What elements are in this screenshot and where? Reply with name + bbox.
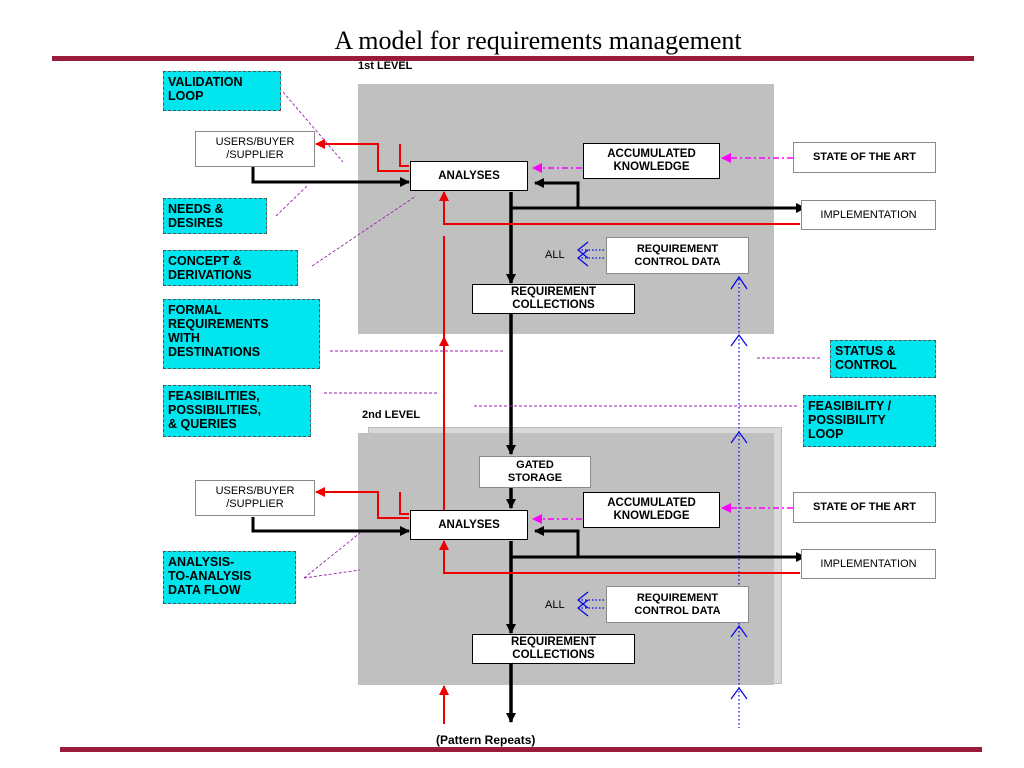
level2-analyses-box: ANALYSES xyxy=(410,510,528,540)
magenta-arrows xyxy=(532,153,793,524)
note-feasibilities: FEASIBILITIES, POSSIBILITIES, & QUERIES xyxy=(163,385,311,437)
level2-requirement-collections-box: REQUIREMENT COLLECTIONS xyxy=(472,634,635,664)
level1-label: 1st LEVEL xyxy=(358,60,413,72)
level1-requirement-collections-box: REQUIREMENT COLLECTIONS xyxy=(472,284,635,314)
level2-implementation-box: IMPLEMENTATION xyxy=(801,549,936,579)
note-concept-derivations: CONCEPT & DERIVATIONS xyxy=(163,250,298,286)
level2-label: 2nd LEVEL xyxy=(362,409,421,421)
level2-red-arrows xyxy=(315,487,800,574)
note-needs-desires: NEEDS & DESIRES xyxy=(163,198,267,234)
level1-black-arrows xyxy=(251,167,806,213)
level2-gated-storage-box: GATED STORAGE xyxy=(479,456,591,488)
note-analysis-to-analysis: ANALYSIS- TO-ANALYSIS DATA FLOW xyxy=(163,551,296,604)
note-validation-loop: VALIDATION LOOP xyxy=(163,71,281,111)
level1-users-box: USERS/BUYER /SUPPLIER xyxy=(195,131,315,167)
bottom-rule xyxy=(60,747,982,752)
top-rule xyxy=(52,56,974,61)
level1-red-arrows xyxy=(315,139,800,225)
level1-accumulated-knowledge-box: ACCUMULATED KNOWLEDGE xyxy=(583,143,720,179)
note-formal-requirements: FORMAL REQUIREMENTS WITH DESTINATIONS xyxy=(163,299,320,369)
note-status-control: STATUS & CONTROL xyxy=(830,340,936,378)
level2-all-label: ALL xyxy=(545,599,565,611)
level2-state-of-art-box: STATE OF THE ART xyxy=(793,492,936,523)
note-feasibility-loop: FEASIBILITY / POSSIBILITY LOOP xyxy=(803,395,936,447)
level2-users-box: USERS/BUYER /SUPPLIER xyxy=(195,480,315,516)
level1-all-label: ALL xyxy=(545,249,565,261)
level1-implementation-box: IMPLEMENTATION xyxy=(801,200,936,230)
note-leaders xyxy=(275,91,822,579)
level1-analyses-box: ANALYSES xyxy=(410,161,528,191)
level1-state-of-art-box: STATE OF THE ART xyxy=(793,142,936,173)
page-title: A model for requirements management xyxy=(334,26,742,55)
level2-requirement-control-box: REQUIREMENT CONTROL DATA xyxy=(606,586,749,623)
level2-black-arrows xyxy=(251,517,806,562)
level1-requirement-control-box: REQUIREMENT CONTROL DATA xyxy=(606,237,749,274)
level2-accumulated-knowledge-box: ACCUMULATED KNOWLEDGE xyxy=(583,492,720,528)
pattern-repeats-label: (Pattern Repeats) xyxy=(436,733,536,747)
